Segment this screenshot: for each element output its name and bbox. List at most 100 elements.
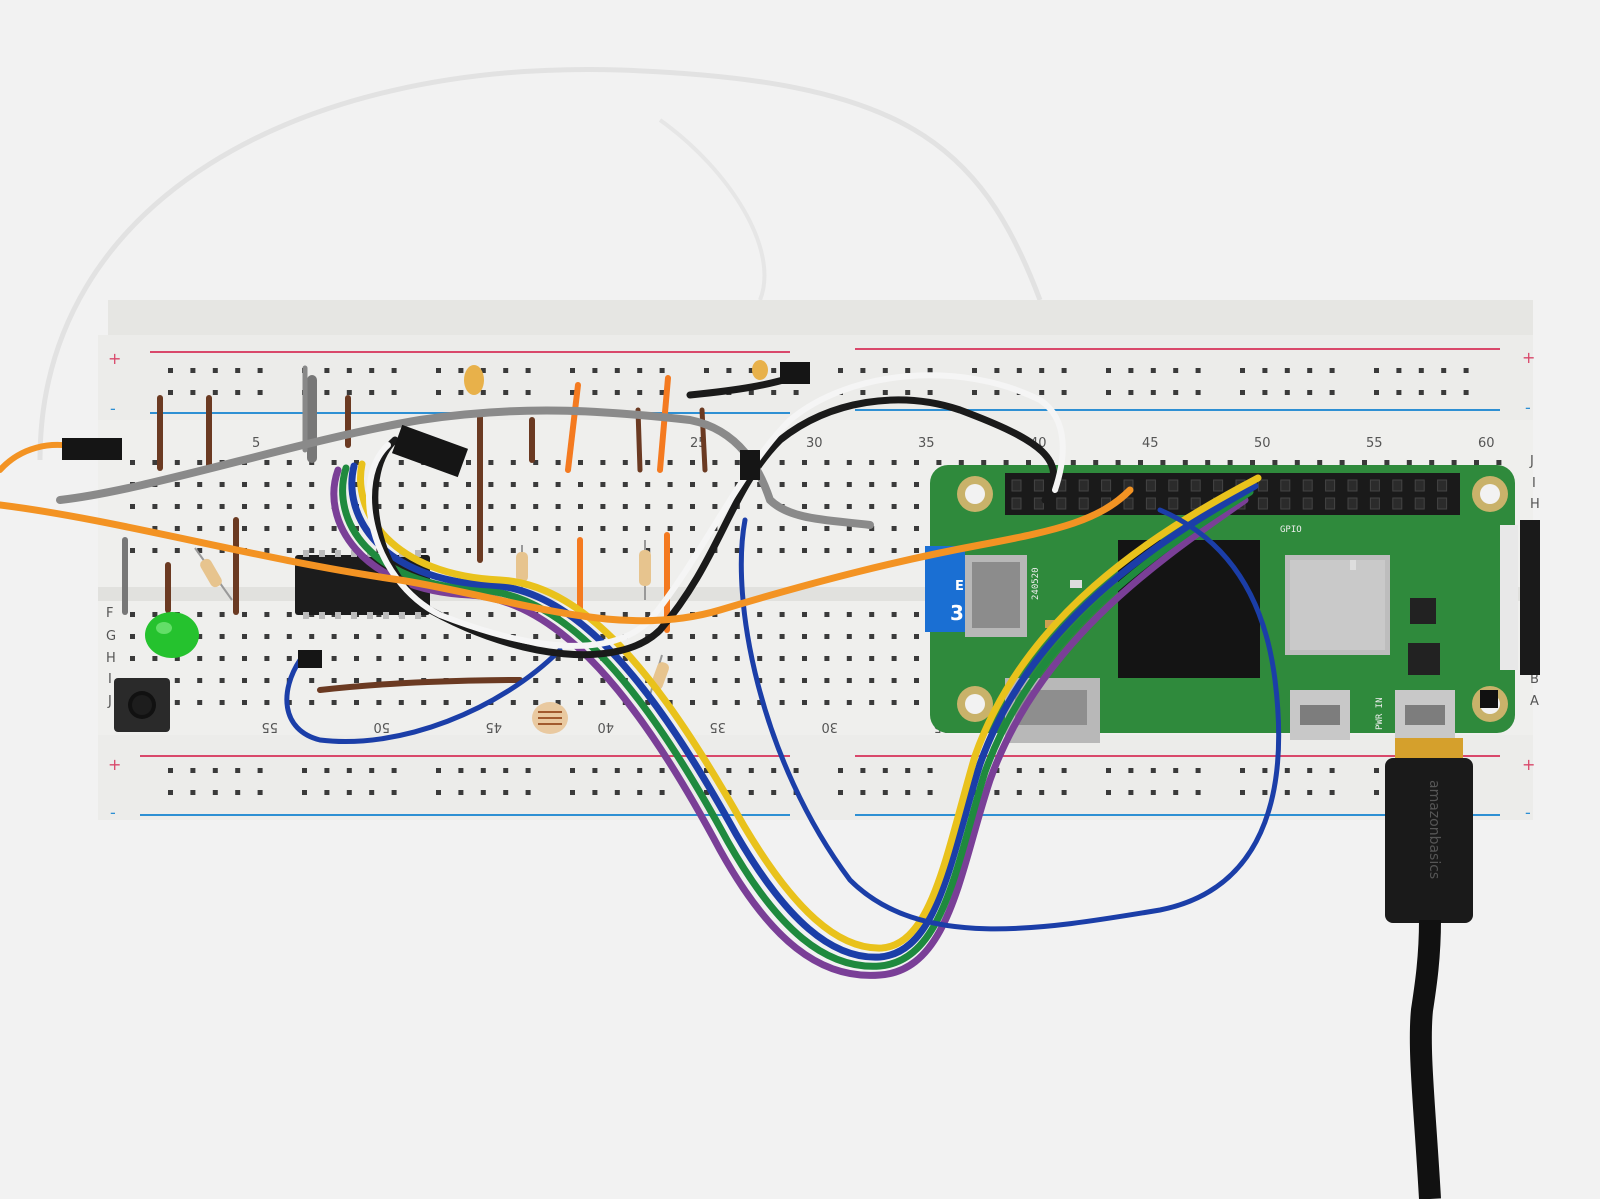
bottom-column-numbers: 55 50 45 40 35 30 25 bbox=[261, 719, 950, 734]
column-number: 30 bbox=[806, 436, 823, 451]
breadboard-hole bbox=[600, 700, 606, 705]
breadboard-hole bbox=[667, 548, 673, 553]
breadboard-hole bbox=[235, 368, 241, 373]
breadboard-hole bbox=[891, 700, 897, 705]
breadboard-hole bbox=[1026, 460, 1031, 465]
rail-minus-top-left: - bbox=[110, 399, 116, 418]
breadboard-hole bbox=[242, 504, 247, 509]
gpio-pin bbox=[1190, 479, 1201, 492]
breadboard-hole bbox=[421, 548, 427, 553]
breadboard-hole bbox=[1262, 390, 1268, 395]
breadboard-hole bbox=[197, 634, 203, 639]
breadboard-hole bbox=[779, 460, 785, 465]
breadboard-hole bbox=[667, 526, 673, 531]
breadboard-hole bbox=[734, 656, 740, 661]
breadboard-hole bbox=[1307, 368, 1313, 373]
chip-pin bbox=[383, 612, 389, 619]
push-button bbox=[114, 678, 170, 732]
breadboard-hole bbox=[802, 634, 807, 639]
breadboard-hole bbox=[555, 656, 561, 661]
gpio-pin bbox=[1347, 497, 1358, 510]
breadboard-hole bbox=[704, 790, 709, 795]
background-cable-2 bbox=[658, 118, 767, 301]
breadboard-hole bbox=[846, 460, 852, 465]
cable-brand-text: amazonbasics bbox=[1426, 780, 1442, 879]
breadboard-hole bbox=[503, 768, 509, 773]
breadboard-hole bbox=[802, 656, 807, 661]
breadboard-hole bbox=[257, 368, 263, 373]
breadboard-hole bbox=[197, 548, 203, 553]
breadboard-hole bbox=[488, 460, 494, 465]
breadboard-hole bbox=[802, 504, 807, 509]
breadboard-hole bbox=[914, 612, 919, 617]
breadboard-hole bbox=[1329, 368, 1335, 373]
breadboard-hole bbox=[1262, 768, 1268, 773]
breadboard-hole bbox=[659, 790, 665, 795]
breadboard-hole bbox=[242, 678, 247, 683]
breadboard-hole bbox=[324, 368, 330, 373]
breadboard-hole bbox=[488, 548, 494, 553]
gpio-pin bbox=[1078, 479, 1089, 492]
gpio-pin bbox=[1302, 497, 1313, 510]
breadboard-hole bbox=[286, 634, 292, 639]
breadboard-hole bbox=[712, 700, 718, 705]
breadboard-hole bbox=[757, 700, 763, 705]
row-letter: B bbox=[1530, 672, 1539, 687]
breadboard-hole bbox=[1195, 368, 1201, 373]
breadboard-hole bbox=[690, 482, 695, 487]
breadboard-hole bbox=[622, 612, 628, 617]
breadboard-hole bbox=[174, 460, 180, 465]
breadboard-hole bbox=[1061, 768, 1067, 773]
breadboard-hole bbox=[130, 460, 135, 465]
breadboard-hole bbox=[197, 504, 203, 509]
breadboard-hole bbox=[645, 526, 651, 531]
row-letter: H bbox=[106, 651, 116, 666]
breadboard-hole bbox=[391, 368, 397, 373]
breadboard-hole bbox=[757, 656, 763, 661]
gpio-pin bbox=[1280, 479, 1291, 492]
gpio-pin bbox=[1369, 497, 1380, 510]
breadboard-hole bbox=[525, 768, 531, 773]
gpio-pin bbox=[1257, 497, 1268, 510]
breadboard-hole bbox=[748, 390, 754, 395]
breadboard-hole bbox=[555, 678, 561, 683]
breadboard-hole bbox=[458, 768, 464, 773]
breadboard-hole bbox=[578, 700, 583, 705]
breadboard-hole bbox=[659, 368, 665, 373]
breadboard-hole bbox=[480, 790, 486, 795]
breadboard-hole bbox=[510, 504, 516, 509]
breadboard-hole bbox=[525, 790, 531, 795]
breadboard-hole bbox=[869, 656, 875, 661]
breadboard-hole bbox=[734, 700, 740, 705]
breadboard-hole bbox=[286, 482, 292, 487]
breadboard-hole bbox=[331, 634, 337, 639]
breadboard-hole bbox=[190, 768, 196, 773]
breadboard-hole bbox=[802, 460, 807, 465]
breadboard-hole bbox=[578, 482, 583, 487]
breadboard-hole bbox=[190, 790, 196, 795]
gpio-pin bbox=[1011, 479, 1022, 492]
breadboard-hole bbox=[421, 634, 427, 639]
breadboard-hole bbox=[914, 482, 919, 487]
breadboard-hole bbox=[645, 460, 651, 465]
breadboard-hole bbox=[757, 482, 763, 487]
breadboard-hole bbox=[779, 634, 785, 639]
rail-plus-top-right: + bbox=[1522, 348, 1535, 367]
gpio-pin bbox=[1145, 497, 1156, 510]
breadboard-hole bbox=[331, 700, 337, 705]
breadboard-hole bbox=[1093, 460, 1099, 465]
row-letter: F bbox=[106, 606, 113, 621]
breadboard-hole bbox=[197, 700, 203, 705]
breadboard-hole bbox=[533, 700, 539, 705]
breadboard-hole bbox=[264, 634, 270, 639]
gpio-pin bbox=[1168, 479, 1179, 492]
column-number: 5 bbox=[252, 436, 260, 451]
breadboard-hole bbox=[1307, 390, 1313, 395]
breadboard-hole bbox=[600, 460, 606, 465]
breadboard-hole bbox=[286, 548, 292, 553]
breadboard-hole bbox=[510, 656, 516, 661]
breadboard-hole bbox=[994, 790, 1000, 795]
breadboard-hole bbox=[927, 390, 933, 395]
breadboard-hole bbox=[1150, 790, 1156, 795]
breadboard-hole bbox=[264, 504, 270, 509]
